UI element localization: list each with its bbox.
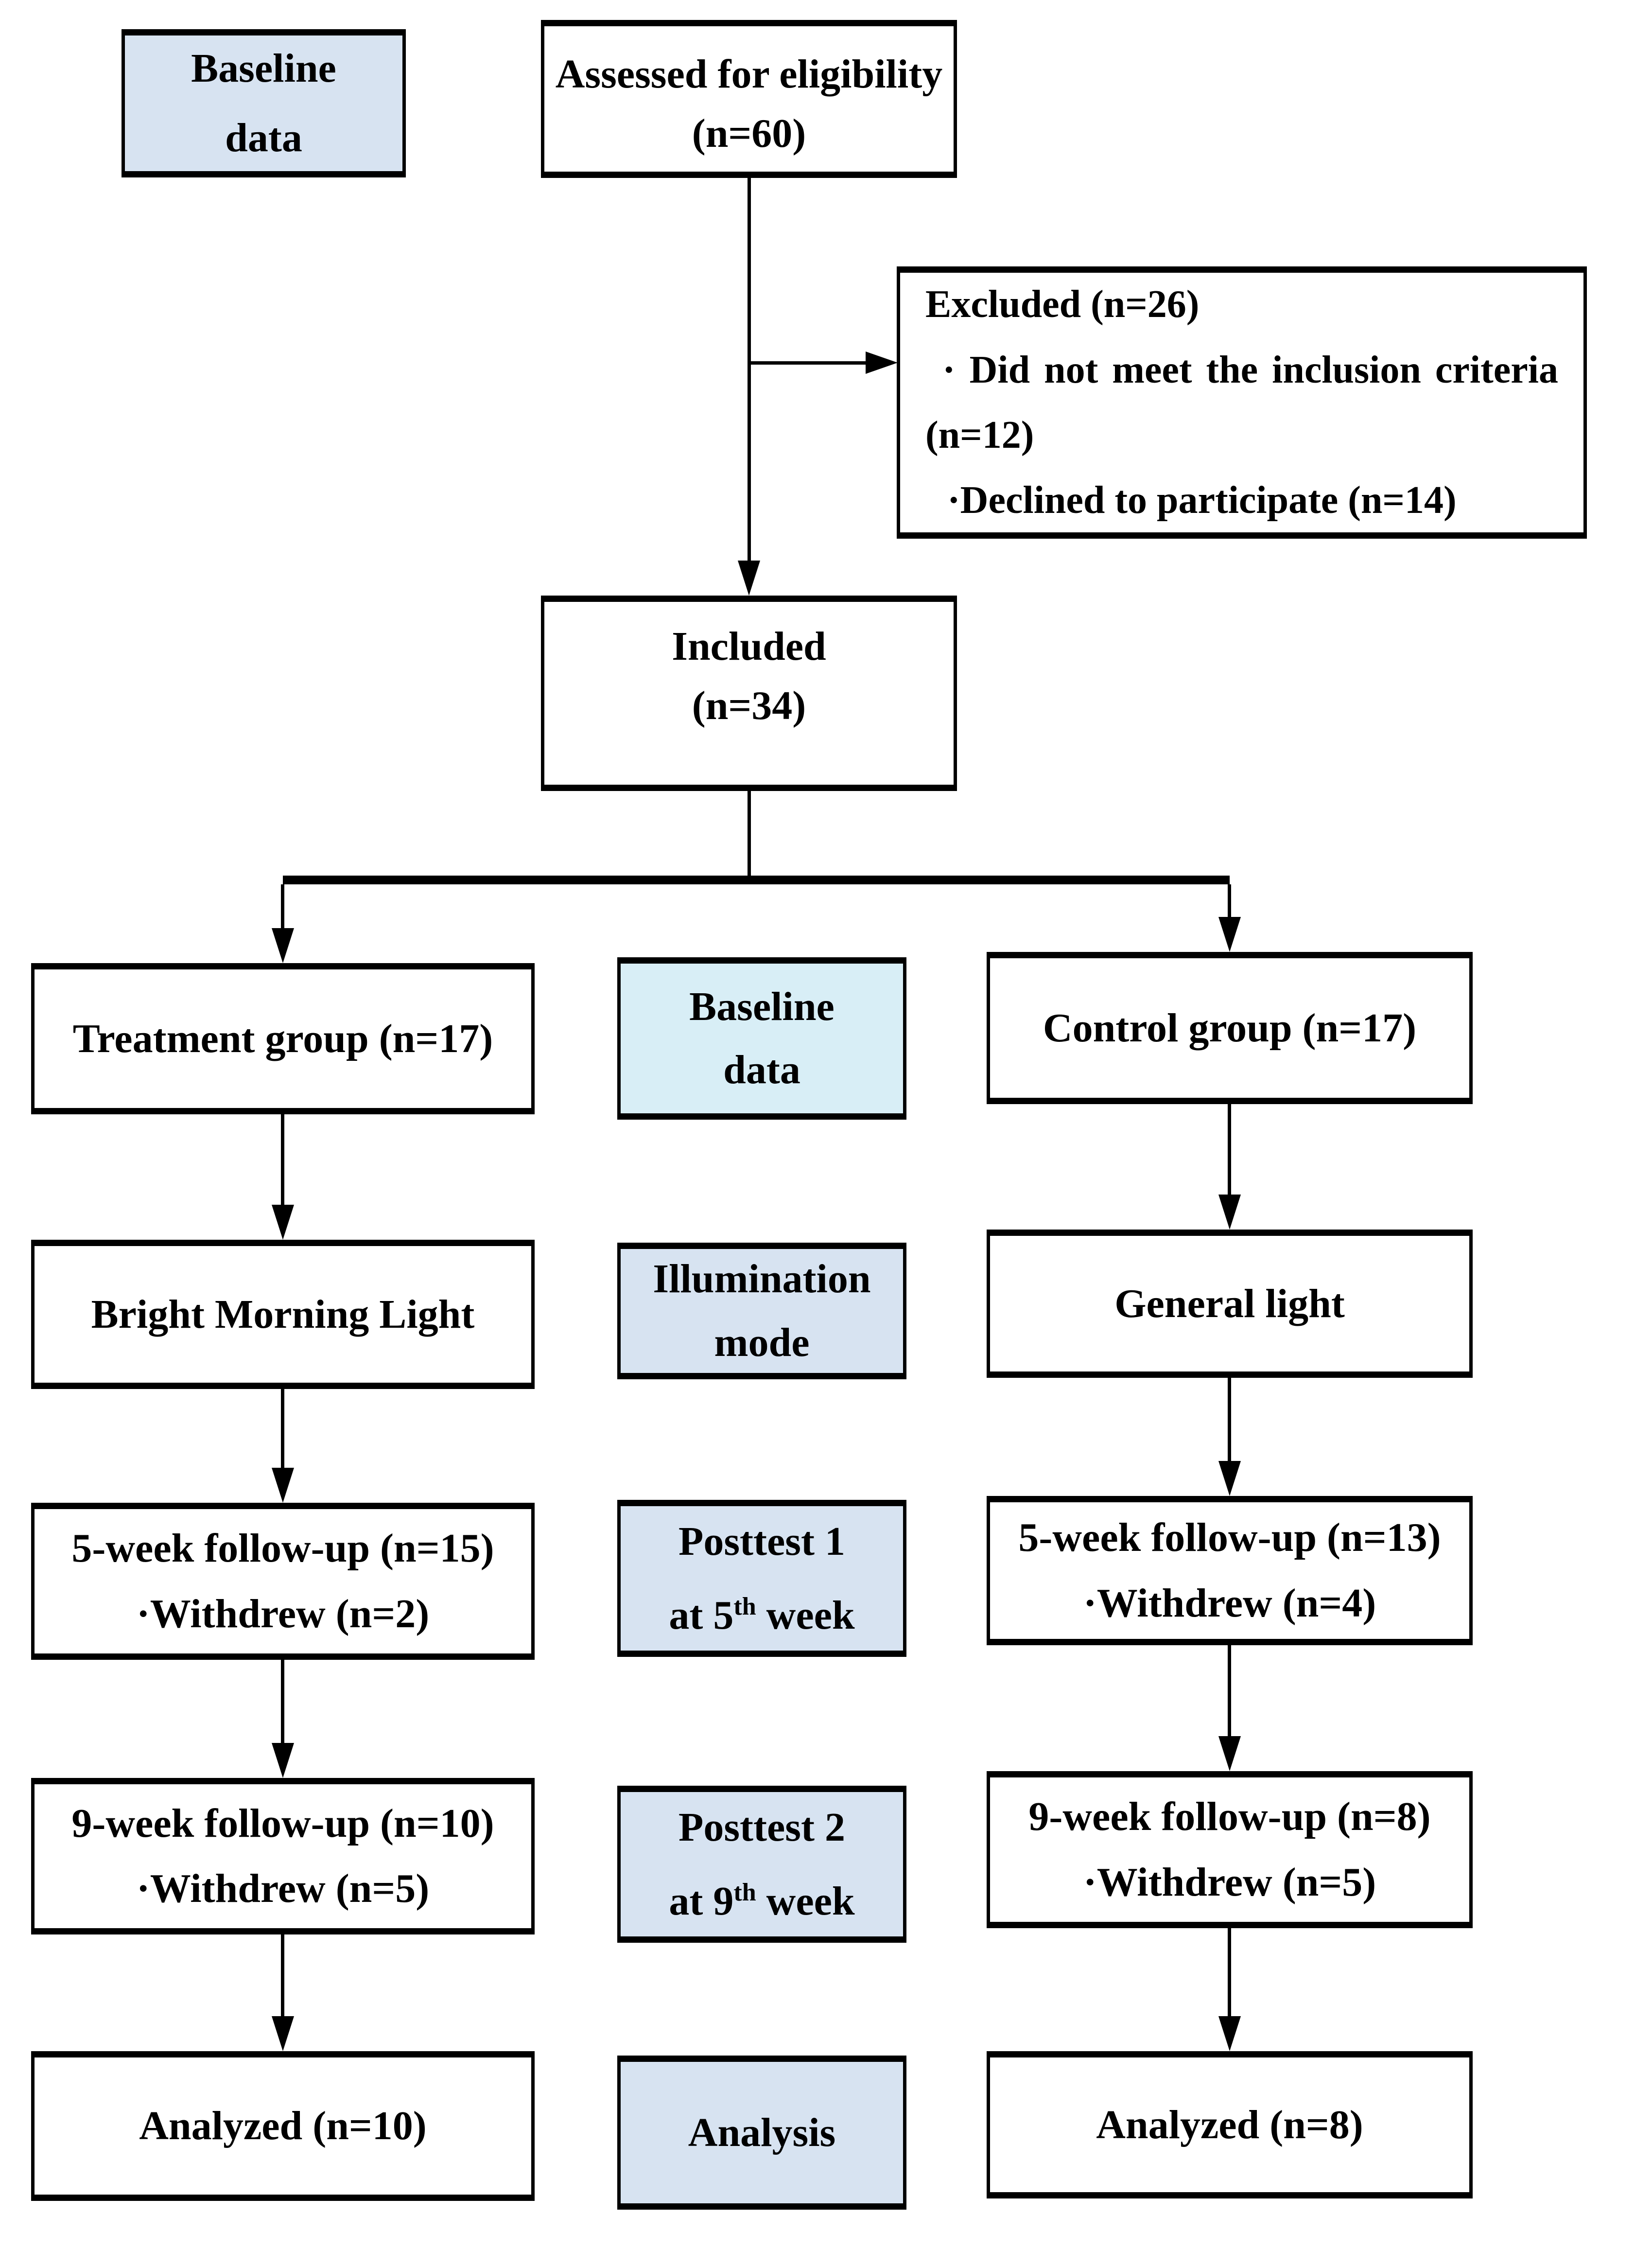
analyzed-treatment-box: Analyzed (n=10) bbox=[31, 2051, 535, 2201]
branch-bar bbox=[283, 876, 1230, 884]
connector-treatment-illumination-line bbox=[281, 1114, 284, 1207]
connector-followup5-followup9-treatment-line bbox=[281, 1660, 284, 1745]
control-group-label: Control group (n=17) bbox=[1043, 1005, 1417, 1051]
assessed-for-eligibility-box: Assessed for eligibility (n=60) bbox=[541, 20, 957, 178]
posttest2-line1: Posttest 2 bbox=[678, 1805, 845, 1850]
arrowhead-down-icon bbox=[272, 1205, 294, 1240]
arrowhead-down-icon bbox=[1218, 1461, 1241, 1496]
connector-included-branch-line bbox=[748, 791, 751, 884]
arrowhead-down-icon bbox=[1218, 917, 1241, 952]
analyzed-treatment-label: Analyzed (n=10) bbox=[139, 2103, 427, 2149]
posttest1-box: Posttest 1 at 5th week bbox=[617, 1500, 906, 1657]
arrowhead-down-icon bbox=[1218, 1195, 1241, 1230]
included-line2: (n=34) bbox=[692, 683, 806, 728]
included-box: Included (n=34) bbox=[541, 596, 957, 791]
analysis-box: Analysis bbox=[617, 2056, 906, 2210]
excluded-box: Excluded (n=26) · Did not meet the inclu… bbox=[897, 266, 1587, 539]
arrowhead-right-icon bbox=[866, 352, 898, 374]
assessed-line2: (n=60) bbox=[692, 110, 806, 156]
connector-excluded-line bbox=[749, 361, 870, 365]
bright-morning-light-box: Bright Morning Light bbox=[31, 1240, 535, 1389]
followup5-control-line1: 5-week follow-up (n=13) bbox=[1018, 1515, 1441, 1561]
connector-followup5-followup9-control-line bbox=[1228, 1645, 1231, 1738]
followup5-treatment-line2: ·Withdrew (n=2) bbox=[136, 1591, 430, 1636]
general-light-box: General light bbox=[987, 1230, 1473, 1378]
analyzed-control-label: Analyzed (n=8) bbox=[1096, 2102, 1363, 2147]
excluded-bullet2: ·Declined to participate (n=14) bbox=[947, 479, 1457, 522]
followup9-control-line1: 9-week follow-up (n=8) bbox=[1028, 1794, 1431, 1840]
followup5-treatment-line1: 5-week follow-up (n=15) bbox=[71, 1526, 494, 1571]
connector-followup9-analyzed-treatment-line bbox=[281, 1934, 284, 2018]
general-light-label: General light bbox=[1114, 1281, 1345, 1326]
control-group-box: Control group (n=17) bbox=[987, 952, 1473, 1104]
excluded-line1: Excluded (n=26) bbox=[925, 283, 1200, 326]
arrowhead-down-icon bbox=[272, 928, 294, 963]
followup9-treatment-box: 9-week follow-up (n=10) ·Withdrew (n=5) bbox=[31, 1778, 535, 1934]
included-line1: Included bbox=[672, 624, 826, 669]
connector-bml-followup5-line bbox=[281, 1389, 284, 1470]
legend-baseline-line2: data bbox=[225, 115, 302, 160]
posttest1-line2-prefix: at 5 bbox=[669, 1592, 734, 1638]
posttest2-line2: at 9th week bbox=[669, 1864, 855, 1937]
illumination-mode-line1: Illumination bbox=[653, 1256, 871, 1302]
followup5-control-box: 5-week follow-up (n=13) ·Withdrew (n=4) bbox=[987, 1496, 1473, 1645]
followup9-treatment-line2: ·Withdrew (n=5) bbox=[136, 1866, 430, 1911]
posttest2-line2-suffix: week bbox=[756, 1878, 855, 1924]
posttest1-line2-suffix: week bbox=[756, 1592, 855, 1638]
arrowhead-down-icon bbox=[738, 561, 760, 596]
treatment-group-label: Treatment group (n=17) bbox=[72, 1016, 493, 1061]
analyzed-control-box: Analyzed (n=8) bbox=[987, 2051, 1473, 2198]
posttest1-line2: at 5th week bbox=[669, 1579, 855, 1651]
excluded-bullet1-n: (n=12) bbox=[925, 414, 1034, 457]
connector-followup9-analyzed-control-line bbox=[1228, 1928, 1231, 2018]
followup5-control-line2: ·Withdrew (n=4) bbox=[1083, 1580, 1376, 1626]
stage-baseline-line2: data bbox=[723, 1047, 800, 1092]
followup9-control-box: 9-week follow-up (n=8) ·Withdrew (n=5) bbox=[987, 1771, 1473, 1928]
connector-branch-control-line bbox=[1228, 884, 1231, 918]
connector-control-illumination-line bbox=[1228, 1104, 1231, 1196]
posttest2-line2-prefix: at 9 bbox=[669, 1878, 734, 1924]
excluded-bullet1: · Did not meet the inclusion criteria bbox=[942, 348, 1558, 391]
posttest1-line2-sup: th bbox=[733, 1592, 756, 1620]
arrowhead-down-icon bbox=[272, 1468, 294, 1503]
connector-branch-treatment-line bbox=[281, 884, 284, 931]
arrowhead-down-icon bbox=[272, 1743, 294, 1778]
followup9-control-line2: ·Withdrew (n=5) bbox=[1083, 1859, 1376, 1905]
analysis-label: Analysis bbox=[688, 2110, 836, 2155]
bright-morning-light-label: Bright Morning Light bbox=[91, 1291, 475, 1337]
connector-general-followup5-line bbox=[1228, 1378, 1231, 1463]
illumination-mode-box: Illumination mode bbox=[617, 1243, 906, 1379]
posttest2-box: Posttest 2 at 9th week bbox=[617, 1786, 906, 1943]
arrowhead-down-icon bbox=[272, 2016, 294, 2051]
stage-baseline-data-box: Baseline data bbox=[617, 957, 906, 1120]
assessed-line1: Assessed for eligibility bbox=[555, 51, 943, 97]
legend-baseline-data-box: Baseline data bbox=[122, 29, 406, 177]
stage-baseline-line1: Baseline bbox=[689, 984, 835, 1029]
arrowhead-down-icon bbox=[1218, 1736, 1241, 1771]
treatment-group-box: Treatment group (n=17) bbox=[31, 963, 535, 1114]
arrowhead-down-icon bbox=[1218, 2016, 1241, 2051]
followup9-treatment-line1: 9-week follow-up (n=10) bbox=[71, 1800, 494, 1846]
followup5-treatment-box: 5-week follow-up (n=15) ·Withdrew (n=2) bbox=[31, 1503, 535, 1660]
connector-assessed-included-line bbox=[748, 178, 751, 562]
posttest2-line2-sup: th bbox=[733, 1878, 756, 1906]
posttest1-line1: Posttest 1 bbox=[678, 1519, 845, 1565]
illumination-mode-line2: mode bbox=[714, 1319, 810, 1365]
legend-baseline-line1: Baseline bbox=[191, 45, 336, 91]
